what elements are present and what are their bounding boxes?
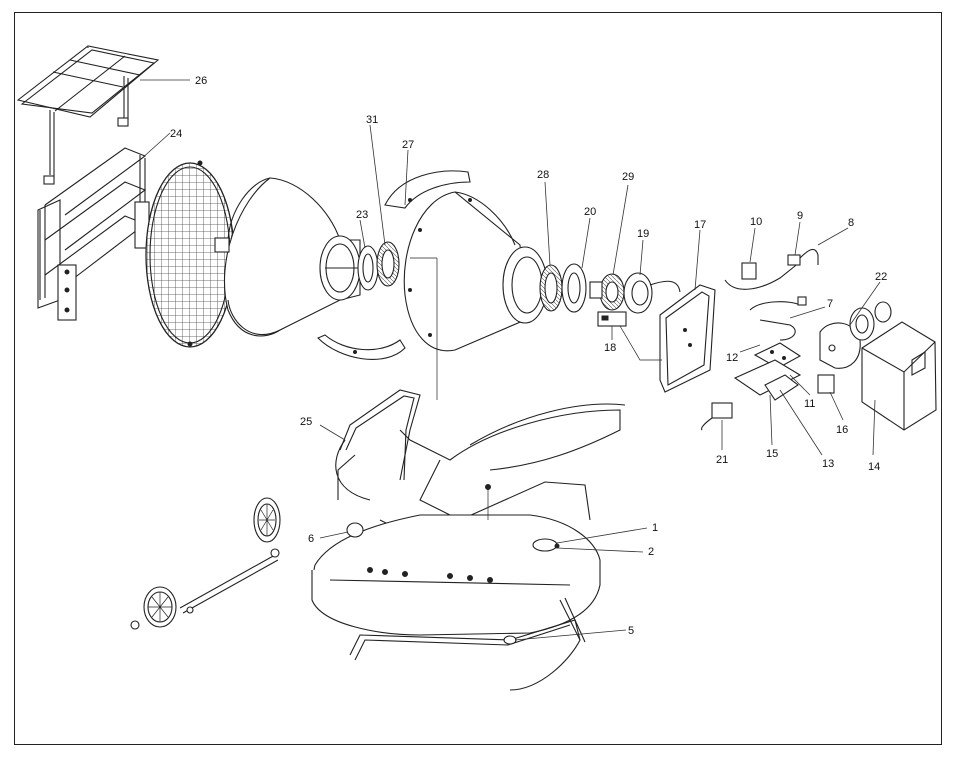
part-14-motor-cover bbox=[861, 321, 937, 431]
part-27-heat-shield bbox=[384, 170, 471, 209]
label-29: 29 bbox=[622, 171, 634, 183]
part-10-valve bbox=[724, 261, 801, 290]
label-20: 20 bbox=[584, 206, 596, 218]
part-19-motor bbox=[623, 272, 681, 314]
combustion-chamber bbox=[403, 191, 548, 400]
fuel-tank bbox=[311, 484, 601, 636]
label-18: 18 bbox=[604, 342, 616, 354]
front-grille bbox=[145, 160, 235, 348]
label-11: 11 bbox=[804, 398, 815, 410]
label-1: 1 bbox=[652, 522, 658, 534]
part-6-knob bbox=[346, 522, 364, 538]
part-7-wiring bbox=[749, 296, 807, 341]
bottom-cradle bbox=[349, 597, 586, 691]
label-19: 19 bbox=[637, 228, 649, 240]
label-8: 8 bbox=[848, 217, 854, 229]
label-16: 16 bbox=[836, 424, 848, 436]
part-24-rear-guard bbox=[37, 147, 150, 321]
diagram-frame bbox=[14, 12, 942, 745]
front-cone bbox=[214, 177, 361, 337]
part-labels: 26 24 31 27 23 28 29 20 19 17 10 9 8 22 … bbox=[170, 75, 887, 637]
part-26-top-handle bbox=[16, 45, 160, 185]
label-10: 10 bbox=[750, 216, 762, 228]
part-31-ring bbox=[376, 241, 400, 287]
part-16-capacitor bbox=[817, 374, 835, 394]
label-7: 7 bbox=[827, 298, 833, 310]
label-2: 2 bbox=[648, 546, 654, 558]
label-21: 23 bbox=[356, 209, 368, 221]
wheel-assembly bbox=[130, 497, 281, 630]
part-20-ring bbox=[561, 263, 587, 313]
label-9: 9 bbox=[797, 210, 803, 222]
label-23: 22 bbox=[875, 271, 887, 283]
fan-cap bbox=[874, 301, 892, 323]
label-27: 27 bbox=[402, 139, 414, 151]
label-12: 12 bbox=[726, 352, 738, 364]
label-6: 6 bbox=[308, 533, 314, 545]
part-9-fitting bbox=[787, 254, 801, 266]
part-17-panel bbox=[619, 284, 716, 393]
part-29-ring bbox=[589, 273, 625, 311]
label-25: 25 bbox=[300, 416, 312, 428]
label-5: 5 bbox=[628, 625, 634, 637]
label-26: 26 bbox=[195, 75, 207, 87]
part-21-ring bbox=[357, 245, 379, 291]
part-8-hose bbox=[799, 248, 819, 265]
label-13: 13 bbox=[822, 458, 834, 470]
label-17: 17 bbox=[694, 219, 706, 231]
leader-lines bbox=[139, 79, 881, 641]
label-24: 24 bbox=[170, 128, 182, 140]
part-23-fan bbox=[819, 307, 875, 369]
label-14: 14 bbox=[868, 461, 880, 473]
bottom-heat-shield bbox=[317, 334, 406, 360]
label-22: 21 bbox=[716, 454, 728, 466]
label-31: 31 bbox=[366, 114, 378, 126]
part-28-ring bbox=[539, 264, 563, 312]
part-11-bracket bbox=[733, 359, 802, 396]
label-28: 28 bbox=[537, 169, 549, 181]
part-22-switch bbox=[701, 402, 733, 431]
part-18-bracket bbox=[597, 311, 627, 327]
label-15: 15 bbox=[766, 448, 778, 460]
part-25-frame-tube bbox=[335, 389, 626, 591]
part-15-mount bbox=[764, 374, 799, 401]
